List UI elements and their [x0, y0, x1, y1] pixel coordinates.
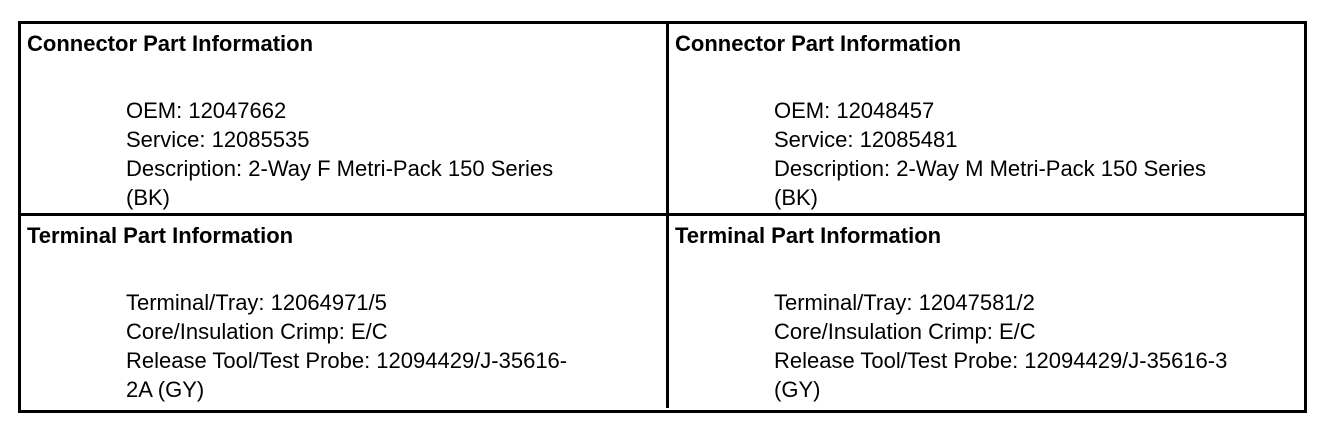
description-line-2: (BK) [774, 185, 818, 210]
service-number: Service: 12085535 [126, 127, 310, 152]
connector-heading: Connector Part Information [27, 31, 314, 56]
connector-info-cell-right: Connector Part Information OEM: 12048457… [669, 24, 1304, 216]
release-tool-line-1: Release Tool/Test Probe: 12094429/J-3561… [126, 348, 568, 373]
description-line-2: (BK) [126, 185, 170, 210]
terminal-details: Terminal/Tray: 12047581/2 Core/Insulatio… [774, 288, 1304, 404]
terminal-info-cell-right: Terminal Part Information Terminal/Tray:… [669, 216, 1304, 408]
release-tool-line-2: (GY) [774, 377, 821, 402]
connector-heading: Connector Part Information [675, 31, 962, 56]
release-tool-line-2: 2A (GY) [126, 377, 205, 402]
description-line-1: Description: 2-Way F Metri-Pack 150 Seri… [126, 156, 554, 181]
service-number: Service: 12085481 [774, 127, 958, 152]
part-information-table: Connector Part Information OEM: 12047662… [18, 21, 1307, 413]
connector-details: OEM: 12048457 Service: 12085481 Descript… [774, 96, 1304, 212]
terminal-tray: Terminal/Tray: 12064971/5 [126, 290, 387, 315]
description-line-1: Description: 2-Way M Metri-Pack 150 Seri… [774, 156, 1206, 181]
insulation-crimp: Core/Insulation Crimp: E/C [126, 319, 388, 344]
terminal-details: Terminal/Tray: 12064971/5 Core/Insulatio… [126, 288, 646, 404]
connector-details: OEM: 12047662 Service: 12085535 Descript… [126, 96, 646, 212]
oem-number: OEM: 12048457 [774, 98, 935, 123]
insulation-crimp: Core/Insulation Crimp: E/C [774, 319, 1036, 344]
connector-info-cell-left: Connector Part Information OEM: 12047662… [21, 24, 669, 216]
terminal-tray: Terminal/Tray: 12047581/2 [774, 290, 1035, 315]
release-tool-line-1: Release Tool/Test Probe: 12094429/J-3561… [774, 348, 1228, 373]
terminal-heading: Terminal Part Information [675, 223, 942, 248]
terminal-heading: Terminal Part Information [27, 223, 294, 248]
oem-number: OEM: 12047662 [126, 98, 287, 123]
terminal-info-cell-left: Terminal Part Information Terminal/Tray:… [21, 216, 669, 408]
